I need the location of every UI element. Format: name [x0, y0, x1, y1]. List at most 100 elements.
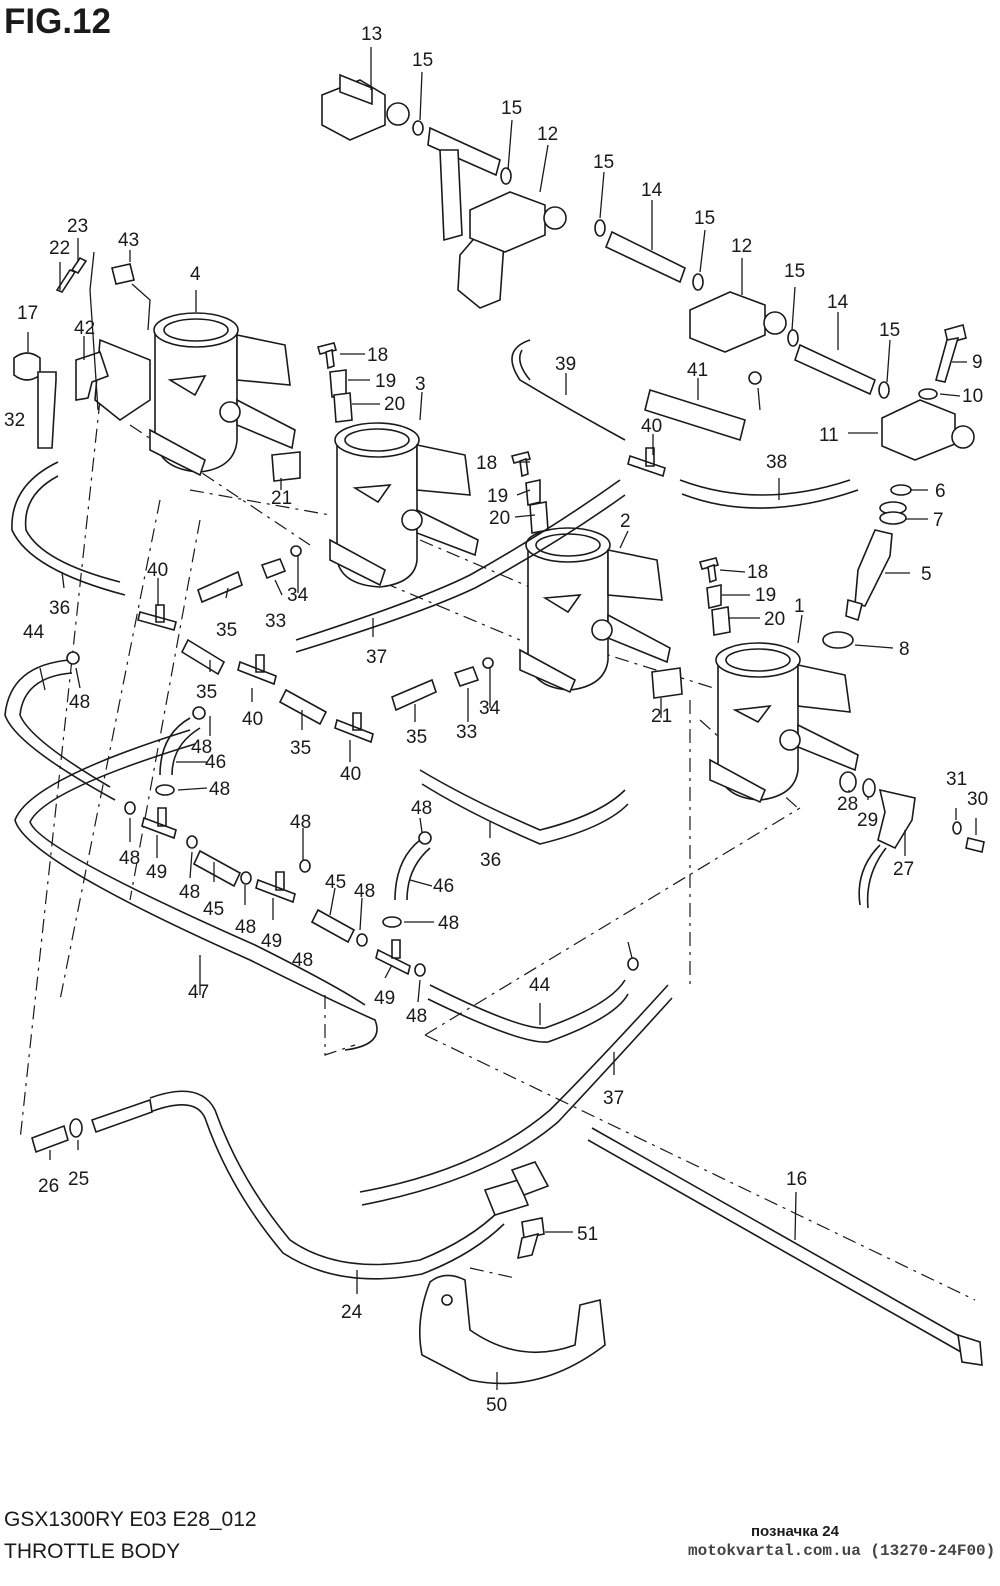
callout-20c: 20	[764, 609, 785, 630]
callout-25: 25	[68, 1169, 89, 1190]
callout-15f: 15	[879, 320, 900, 341]
callout-3: 3	[415, 374, 426, 395]
callout-35c: 35	[290, 738, 311, 759]
callout-49a: 49	[146, 862, 167, 883]
callout-48a: 48	[69, 692, 90, 713]
leader-lines	[27, 47, 977, 1390]
callout-40d: 40	[641, 416, 662, 437]
callout-33b: 33	[456, 722, 477, 743]
callout-19b: 19	[487, 486, 508, 507]
callout-48c: 48	[209, 779, 230, 800]
throttle-body-4	[94, 312, 296, 477]
callout-4: 4	[190, 264, 201, 285]
callout-44b: 44	[529, 975, 551, 996]
callout-22: 22	[49, 238, 70, 259]
callout-32: 32	[4, 410, 25, 431]
callout-48i: 48	[354, 881, 375, 902]
injector-parts	[822, 484, 912, 649]
callout-11: 11	[819, 425, 839, 446]
joints-short-hoses	[66, 447, 666, 977]
callout-29: 29	[857, 810, 878, 831]
callout-18a: 18	[367, 345, 388, 366]
callout-36a: 36	[49, 598, 70, 619]
callout-27: 27	[893, 859, 914, 880]
callout-48f: 48	[235, 917, 256, 938]
callout-45b: 45	[325, 872, 346, 893]
callout-46b: 46	[433, 876, 454, 897]
hoses	[4, 339, 983, 1366]
callout-14b: 14	[827, 292, 849, 313]
callout-21a: 21	[271, 488, 292, 509]
callout-15b: 15	[501, 98, 522, 119]
callout-49c: 49	[374, 988, 395, 1009]
callout-40a: 40	[147, 560, 168, 581]
callout-44a: 44	[23, 622, 45, 643]
callout-37a: 37	[366, 647, 387, 668]
callout-15e: 15	[784, 261, 805, 282]
callout-12a: 12	[537, 124, 558, 145]
figure-title: FIG.12	[4, 2, 111, 41]
callout-12b: 12	[731, 236, 752, 257]
callout-35d: 35	[406, 727, 427, 748]
callout-19a: 19	[375, 371, 396, 392]
callout-18c: 18	[747, 562, 768, 583]
callout-35b: 35	[196, 682, 217, 703]
callout-23: 23	[67, 216, 88, 237]
callout-15a: 15	[412, 50, 433, 71]
callout-6: 6	[935, 481, 946, 502]
callout-48j: 48	[411, 798, 432, 819]
callout-30: 30	[967, 789, 988, 810]
callout-20b: 20	[489, 508, 510, 529]
callout-15d: 15	[694, 208, 715, 229]
callout-2: 2	[620, 511, 631, 532]
callout-34b: 34	[479, 698, 501, 719]
callout-10: 10	[962, 386, 983, 407]
throttle-bodies	[94, 312, 859, 804]
callout-33a: 33	[265, 611, 286, 632]
callout-40c: 40	[340, 764, 361, 785]
callout-40b: 40	[242, 709, 263, 730]
callout-50: 50	[486, 1395, 507, 1416]
callout-48k: 48	[438, 913, 459, 934]
callout-34a: 34	[287, 585, 309, 606]
watermark-text: motokvartal.com.ua (13270-24F00)	[688, 1542, 996, 1560]
callout-36b: 36	[480, 850, 501, 871]
callout-14a: 14	[641, 180, 663, 201]
callout-48d: 48	[119, 848, 140, 869]
small-hardware	[13, 251, 985, 1260]
guide-lines	[19, 399, 976, 1301]
callout-31: 31	[946, 769, 967, 790]
callout-21b: 21	[651, 706, 672, 727]
callout-16: 16	[786, 1169, 807, 1190]
callout-7: 7	[933, 510, 944, 531]
callout-48e: 48	[179, 882, 200, 903]
callout-43: 43	[118, 230, 139, 251]
callout-42: 42	[74, 318, 95, 339]
callout-48g: 48	[290, 812, 311, 833]
callout-48l: 48	[406, 1006, 427, 1027]
callout-1: 1	[794, 596, 805, 617]
callout-18b: 18	[476, 453, 497, 474]
callout-24: 24	[341, 1302, 363, 1323]
callout-5: 5	[921, 564, 932, 585]
note-label: позначка 24	[751, 1523, 839, 1540]
callout-41: 41	[687, 360, 708, 381]
fuel-rail-assembly	[321, 73, 975, 461]
callout-8: 8	[899, 639, 910, 660]
callout-15c: 15	[593, 152, 614, 173]
callout-47: 47	[188, 982, 209, 1003]
throttle-body-1	[709, 642, 859, 804]
bracket-50	[418, 1274, 606, 1385]
callout-28: 28	[837, 794, 858, 815]
callout-26: 26	[38, 1176, 59, 1197]
callout-9: 9	[972, 352, 983, 373]
callout-51: 51	[577, 1224, 598, 1245]
callout-39: 39	[555, 354, 576, 375]
callout-17: 17	[17, 303, 38, 324]
callout-35a: 35	[216, 620, 237, 641]
callout-13: 13	[361, 24, 382, 45]
model-code: GSX1300RY E03 E28_012	[4, 1508, 257, 1531]
callout-38: 38	[766, 452, 787, 473]
callout-19c: 19	[755, 585, 776, 606]
